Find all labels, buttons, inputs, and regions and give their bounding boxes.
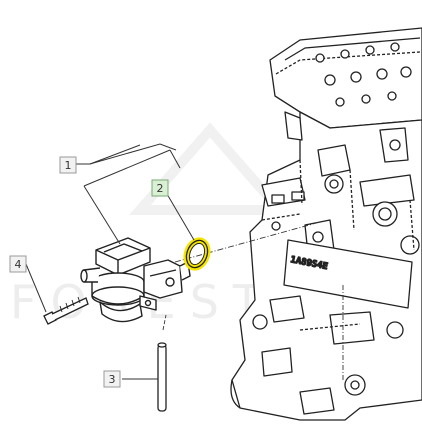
alignment-line-pin <box>162 314 167 331</box>
push-rod <box>157 342 167 412</box>
callout-2-label: 2 <box>157 182 164 195</box>
callout-1: 1 <box>59 156 77 174</box>
callout-2: 2 <box>151 179 169 197</box>
callout-3: 3 <box>103 370 121 388</box>
callout-3-label: 3 <box>109 373 116 386</box>
callout-1-label: 1 <box>65 159 72 172</box>
gasket-o-ring <box>183 237 211 271</box>
bolt <box>43 296 89 325</box>
callout-leaders <box>25 143 195 380</box>
fuel-pump <box>80 237 191 323</box>
callout-4-label: 4 <box>15 258 22 271</box>
engine-block: 1A89S4E <box>230 27 422 421</box>
alignment-line <box>174 221 321 263</box>
callout-4: 4 <box>9 255 27 273</box>
